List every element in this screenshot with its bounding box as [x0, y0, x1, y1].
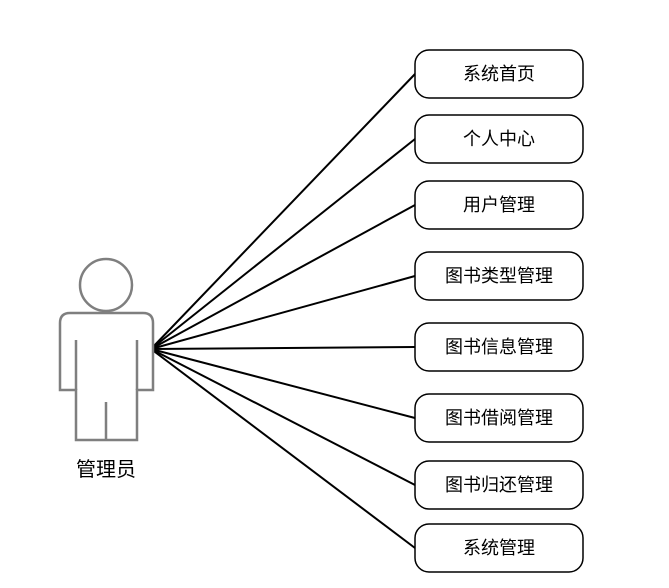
- association-line: [150, 348, 416, 549]
- use-case-book-info-management[interactable]: 图书信息管理: [414, 322, 584, 372]
- use-case-label: 图书信息管理: [445, 337, 553, 358]
- use-case-label: 系统首页: [463, 64, 535, 85]
- use-case-label: 图书归还管理: [445, 475, 553, 496]
- association-line: [150, 348, 416, 486]
- actor-body: [58, 311, 155, 442]
- use-case-list: 系统首页 个人中心 用户管理 图书类型管理 图书信息管理 图书借阅管理 图书归还…: [414, 49, 584, 573]
- person-icon: [58, 257, 155, 442]
- use-case-personal-center[interactable]: 个人中心: [414, 114, 584, 164]
- association-line: [150, 138, 416, 350]
- use-case-label: 个人中心: [463, 129, 535, 150]
- association-line: [150, 348, 416, 419]
- use-case-label: 用户管理: [463, 195, 535, 216]
- association-line: [150, 73, 416, 350]
- use-case-book-return-management[interactable]: 图书归还管理: [414, 460, 584, 510]
- use-case-home[interactable]: 系统首页: [414, 49, 584, 99]
- association-lines: [150, 73, 416, 549]
- association-line: [150, 346, 416, 350]
- use-case-label: 系统管理: [463, 538, 535, 559]
- use-case-label: 图书类型管理: [445, 266, 553, 287]
- use-case-book-type-management[interactable]: 图书类型管理: [414, 251, 584, 301]
- association-line: [150, 204, 416, 350]
- use-case-book-borrow-management[interactable]: 图书借阅管理: [414, 393, 584, 443]
- use-case-user-management[interactable]: 用户管理: [414, 180, 584, 230]
- actor-name: 管理员: [76, 457, 136, 481]
- use-case-system-management[interactable]: 系统管理: [414, 523, 584, 573]
- association-line: [150, 275, 416, 350]
- actor-head: [78, 257, 134, 313]
- use-case-label: 图书借阅管理: [445, 408, 553, 429]
